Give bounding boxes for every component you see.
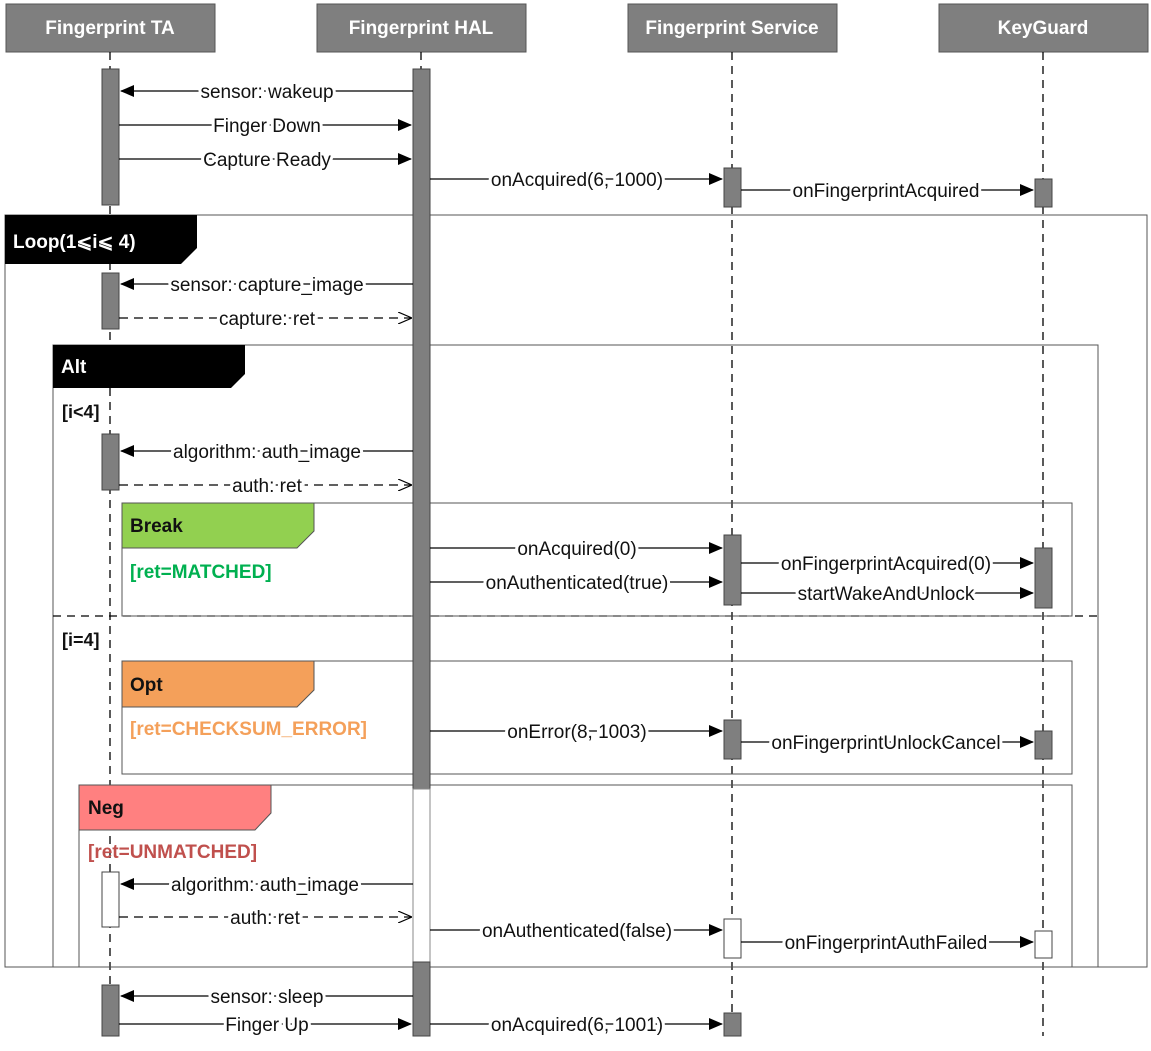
message-onerror-8-1003-label: onError(8, 1003) — [507, 722, 646, 743]
alt-frame: Alt [i<4] [i=4] — [52, 344, 1099, 968]
message-onacquired-6-1000: onAcquired(6, 1000) — [430, 167, 723, 194]
opt-frame-label: Opt — [130, 675, 163, 696]
participant-svc-label: Fingerprint Service — [645, 18, 818, 39]
activation-ta-2 — [101, 272, 120, 330]
message-auth-ret-1-label: auth: ret — [232, 476, 302, 497]
participant-ta-header: Fingerprint TA — [5, 3, 216, 53]
message-sensor-sleep-label: sensor: sleep — [210, 987, 323, 1008]
activation-ta-5 — [101, 984, 120, 1037]
participant-kg-header: KeyGuard — [938, 3, 1149, 53]
message-sensor-capture-image: sensor: capture_image — [120, 272, 413, 299]
message-onacquired-6-1000-label: onAcquired(6, 1000) — [491, 170, 663, 191]
message-onauthenticated-false-label: onAuthenticated(false) — [482, 921, 672, 942]
message-capture-ret: capture: ret — [119, 306, 411, 333]
participant-hal-label: Fingerprint HAL — [349, 18, 494, 39]
message-onfingerprintauthfailed: onFingerprintAuthFailed — [741, 930, 1034, 957]
alt-guard-second: [i=4] — [62, 630, 100, 650]
message-onfingerprintacquired-0-label: onFingerprintAcquired(0) — [781, 554, 991, 575]
activation-ta-4 — [101, 871, 120, 928]
message-startwakeandunlock-label: startWakeAndUnlock — [798, 584, 975, 605]
message-onacquired-0: onAcquired(0) — [430, 536, 723, 563]
message-onacquired-6-1001: onAcquired(6, 1001) — [430, 1012, 723, 1039]
opt-frame: Opt [ret=CHECKSUM_ERROR] — [121, 660, 1073, 775]
message-auth-ret-2-label: auth: ret — [230, 908, 300, 929]
participant-ta-label: Fingerprint TA — [45, 18, 175, 39]
activation-kg-4 — [1034, 930, 1053, 959]
activation-svc-3 — [723, 719, 742, 760]
message-sensor-capture-image-label: sensor: capture_image — [170, 275, 363, 296]
activation-ta-1 — [101, 68, 120, 206]
participant-svc-header: Fingerprint Service — [627, 3, 838, 53]
activation-svc-5 — [723, 1012, 742, 1037]
message-onfingerprintacquired-label: onFingerprintAcquired — [793, 181, 980, 202]
message-algorithm-auth-image-1-label: algorithm: auth_image — [173, 442, 361, 463]
opt-condition: [ret=CHECKSUM_ERROR] — [130, 719, 367, 740]
message-onfingerprintunlockcancel: onFingerprintUnlockCancel — [741, 730, 1034, 757]
message-finger-down: Finger Down — [119, 113, 412, 140]
message-onfingerprintacquired: onFingerprintAcquired — [741, 178, 1034, 205]
break-frame: Break [ret=MATCHED] — [121, 502, 1073, 617]
message-onfingerprintunlockcancel-label: onFingerprintUnlockCancel — [771, 733, 1000, 754]
message-startwakeandunlock: startWakeAndUnlock — [741, 581, 1034, 608]
neg-frame-label: Neg — [88, 798, 124, 819]
participant-hal-header: Fingerprint HAL — [316, 3, 527, 53]
alt-guard-first: [i<4] — [62, 402, 100, 422]
message-capture-ready-label: Capture Ready — [203, 150, 331, 171]
message-finger-down-label: Finger Down — [213, 116, 321, 137]
message-onacquired-0-label: onAcquired(0) — [517, 539, 636, 560]
loop-frame-label: Loop(1⩽i⩽ 4) — [13, 232, 136, 253]
message-algorithm-auth-image-1: algorithm: auth_image — [120, 439, 413, 466]
message-onacquired-6-1001-label: onAcquired(6, 1001) — [491, 1015, 663, 1036]
break-frame-label: Break — [130, 516, 183, 537]
loop-frame: Loop(1⩽i⩽ 4) — [4, 214, 1148, 968]
activation-ta-3 — [101, 433, 120, 491]
message-onfingerprintacquired-0: onFingerprintAcquired(0) — [741, 551, 1034, 578]
message-finger-up: Finger Up — [119, 1012, 412, 1039]
message-sensor-sleep: sensor: sleep — [120, 984, 413, 1011]
message-auth-ret-1: auth: ret — [119, 473, 411, 500]
message-algorithm-auth-image-2: algorithm: auth_image — [120, 872, 413, 899]
message-sensor-wakeup-label: sensor: wakeup — [200, 82, 333, 103]
message-onauthenticated-false: onAuthenticated(false) — [430, 918, 723, 945]
activation-svc-4 — [723, 918, 742, 959]
activation-hal-neg — [412, 788, 431, 963]
activation-svc-2 — [723, 534, 742, 606]
activation-hal-end — [412, 961, 431, 1037]
neg-condition: [ret=UNMATCHED] — [88, 842, 257, 863]
activation-kg-3 — [1034, 730, 1053, 760]
message-sensor-wakeup: sensor: wakeup — [120, 79, 413, 106]
message-onauthenticated-true-label: onAuthenticated(true) — [486, 573, 669, 594]
message-algorithm-auth-image-2-label: algorithm: auth_image — [171, 875, 359, 896]
message-capture-ready: Capture Ready — [119, 147, 412, 174]
message-onauthenticated-true: onAuthenticated(true) — [430, 570, 723, 597]
message-onfingerprintauthfailed-label: onFingerprintAuthFailed — [785, 933, 988, 954]
participant-kg-label: KeyGuard — [998, 18, 1089, 39]
activation-kg-2 — [1034, 547, 1053, 609]
activation-kg-1 — [1034, 178, 1053, 208]
message-capture-ret-label: capture: ret — [219, 309, 316, 330]
neg-frame: Neg [ret=UNMATCHED] — [78, 784, 1073, 968]
break-condition: [ret=MATCHED] — [130, 562, 272, 583]
message-onerror-8-1003: onError(8, 1003) — [430, 719, 723, 746]
message-finger-up-label: Finger Up — [225, 1015, 308, 1036]
message-auth-ret-2: auth: ret — [119, 905, 411, 932]
activation-svc-1 — [723, 167, 742, 208]
alt-frame-label: Alt — [61, 357, 87, 378]
activation-hal-main — [412, 68, 431, 790]
